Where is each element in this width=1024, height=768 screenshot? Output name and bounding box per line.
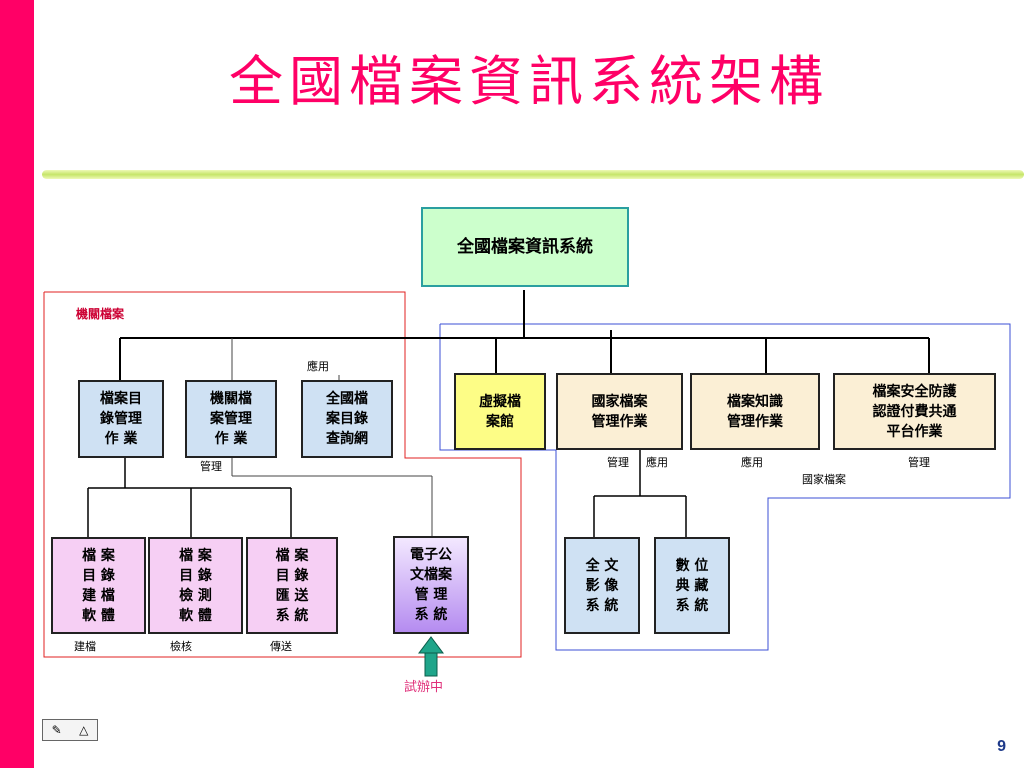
agency-region-frame	[43, 291, 522, 658]
box-security-platform: 檔案安全防護 認證付費共通 平台作業	[833, 373, 996, 450]
slide-nav-icon[interactable]: ✎ △	[42, 719, 98, 741]
box-knowledge-management: 檔案知識 管理作業	[690, 373, 820, 450]
box-catalog-build-software: 檔 案 目 錄 建 檔 軟 體	[51, 537, 146, 634]
box-fulltext-image-system: 全 文 影 像 系 統	[564, 537, 640, 634]
label-trial: 試辦中	[404, 680, 444, 695]
box-e-document-system: 電子公 文檔案 管 理 系 統	[393, 536, 469, 634]
page-title: 全國檔案資訊系統架構	[229, 50, 829, 113]
box-national-archive-management: 國家檔案 管理作業	[556, 373, 683, 450]
label-manage-national: 管理	[607, 456, 629, 469]
national-region-frame	[439, 323, 1011, 651]
label-manage-security: 管理	[908, 456, 930, 469]
page-number: 9	[997, 738, 1006, 755]
national-region-label: 國家檔案	[802, 473, 846, 486]
label-check: 檢核	[170, 640, 192, 653]
triangle-icon: △	[79, 723, 89, 737]
agency-region-label: 機關檔案	[76, 307, 125, 321]
box-catalog-check-software: 檔 案 目 錄 檢 測 軟 體	[148, 537, 243, 634]
label-manage-agency: 管理	[200, 460, 222, 473]
sidebar-accent-bar	[0, 0, 34, 768]
title-divider	[42, 170, 1024, 179]
box-virtual-archive: 虛擬檔 案館	[454, 373, 546, 450]
label-apply-top: 應用	[307, 360, 329, 373]
label-apply-national: 應用	[646, 456, 668, 469]
box-national-catalog-query: 全國檔 案目錄 查詢網	[301, 380, 393, 458]
label-transfer: 傳送	[270, 640, 292, 653]
up-arrow-icon	[418, 636, 444, 677]
box-catalog-transfer-system: 檔 案 目 錄 匯 送 系 統	[246, 537, 338, 634]
pen-icon: ✎	[51, 723, 62, 737]
root-system-box: 全國檔案資訊系統	[421, 207, 629, 287]
box-digital-archive-system: 數 位 典 藏 系 統	[654, 537, 730, 634]
label-apply-knowledge: 應用	[741, 456, 763, 469]
box-catalog-management: 檔案目 錄管理 作 業	[78, 380, 164, 458]
box-agency-archive-management: 機關檔 案管理 作 業	[185, 380, 277, 458]
label-build: 建檔	[74, 640, 96, 653]
